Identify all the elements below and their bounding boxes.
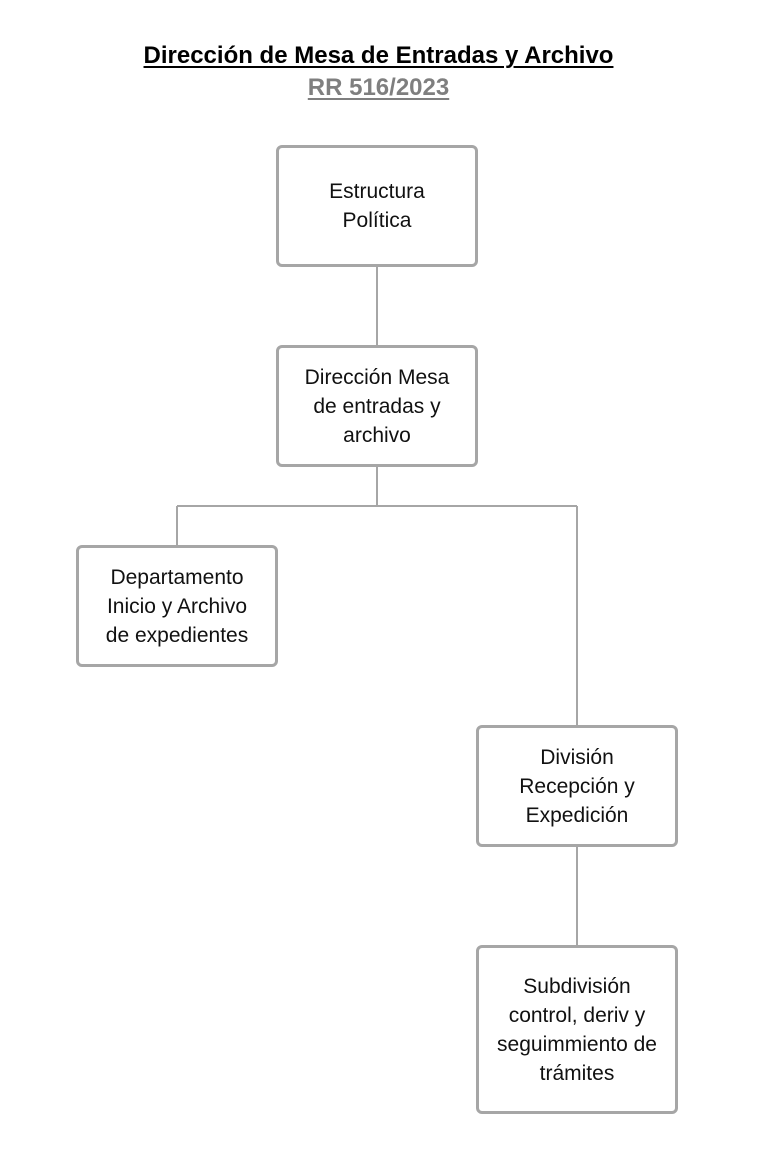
node-division: División Recepción y Expedición — [476, 725, 678, 847]
subtitle-text: RR 516/2023 — [307, 74, 450, 101]
node-estructura-politica: Estructura Política — [276, 145, 478, 267]
diagram-title: Dirección de Mesa de Entradas y Archivo — [0, 42, 757, 70]
diagram-subtitle: RR 516/2023 — [0, 74, 757, 102]
node-subdivision: Subdivisión control, deriv y seguimmient… — [476, 945, 678, 1114]
node-departamento: Departamento Inicio y Archivo de expedie… — [76, 545, 278, 667]
title-text: Dirección de Mesa de Entradas y Archivo — [143, 42, 614, 69]
node-direccion-mesa: Dirección Mesa de entradas y archivo — [276, 345, 478, 467]
